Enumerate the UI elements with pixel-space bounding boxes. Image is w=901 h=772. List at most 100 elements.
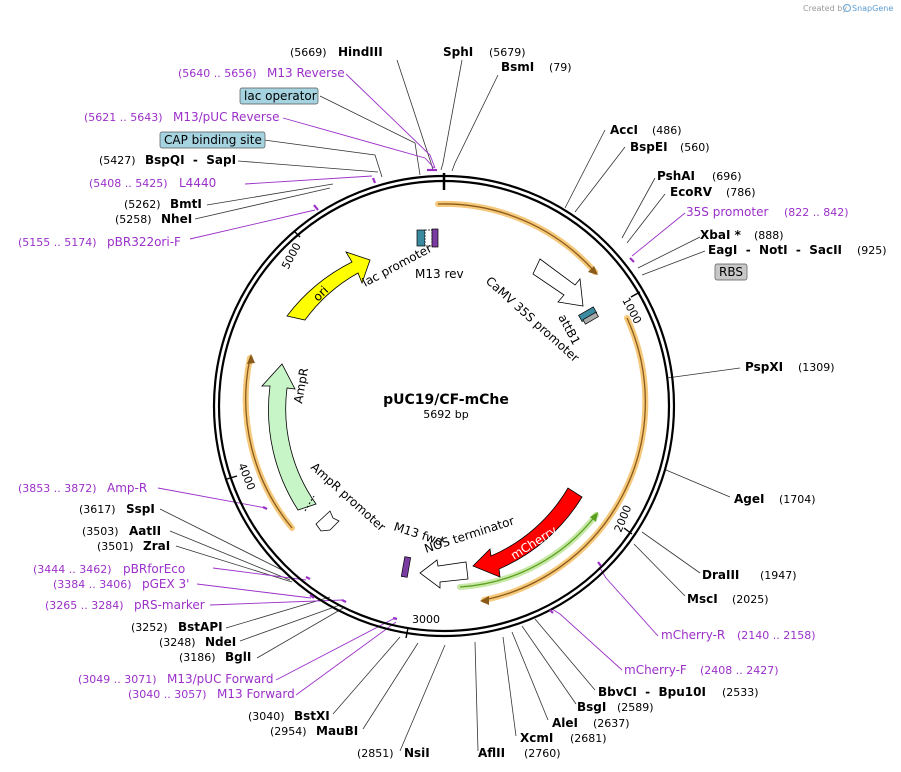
site-name-hindiii: HindIII	[338, 45, 383, 59]
boxed-lac-operator: lac operator	[239, 87, 319, 105]
site-leader-lines	[159, 59, 741, 752]
site-name-pshai: PshAI	[657, 169, 695, 183]
site-pos-xcmi: (2681)	[570, 732, 607, 745]
site-pos-bstxi: (3040)	[248, 710, 285, 723]
site-pos-eagi-noti-sacii: (925)	[857, 244, 887, 257]
primer-name-amp-r: Amp-R	[107, 481, 147, 495]
site-pos-bspei: (560)	[680, 141, 710, 154]
site-name-maubi: MauBI	[316, 724, 358, 738]
tick-label-5000: 5000	[279, 241, 304, 272]
feature-ampr-promoter: AmpR promoter	[308, 460, 388, 534]
site-name-agei: AgeI	[734, 492, 764, 506]
site-pos-bmti: (5262)	[124, 198, 161, 211]
site-pos-draiii: (1947)	[760, 569, 797, 582]
primer-leader-lines	[157, 73, 686, 696]
tick-label-3000: 3000	[412, 613, 440, 626]
site-pos-nhei: (5258)	[115, 213, 152, 226]
site-pos-msci: (2025)	[732, 593, 769, 606]
site-labels: (5669) HindIII SphI (5679) BsmI (79) Acc…	[290, 45, 887, 760]
primer-pos-l4440: (5408 .. 5425)	[89, 177, 168, 190]
site-pos-aflii: (2760)	[524, 747, 561, 760]
site-pos-bbvci-bpu10i: (2533)	[722, 686, 759, 699]
site-name-bsmi: BsmI	[501, 60, 534, 74]
primer-pos-pgex3: (3384 .. 3406)	[53, 578, 132, 591]
site-name-bstxi: BstXI	[294, 709, 330, 723]
site-pos-zrai: (3501)	[97, 540, 134, 553]
site-name-ecorv: EcoRV	[670, 185, 713, 199]
primer-name-l4440: L4440	[179, 176, 216, 190]
brand-text: SnapGene	[852, 4, 893, 13]
site-pos-sspi: (3617)	[79, 503, 116, 516]
primer-pos-pbr322ori-f: (5155 .. 5174)	[18, 236, 97, 249]
site-name-sphi: SphI	[443, 45, 473, 59]
primer-pos-m13-reverse: (5640 .. 5656)	[178, 67, 257, 80]
primer-pos-35s-promoter: (822 .. 842)	[784, 206, 849, 219]
primer-pos-mcherry-r: (2140 .. 2158)	[737, 629, 816, 642]
primer-name-m13-puc-reverse: M13/pUC Reverse	[173, 110, 280, 124]
site-pos-alei: (2637)	[593, 717, 630, 730]
site-pos-acci: (486)	[652, 124, 682, 137]
site-name-bspei: BspEI	[630, 140, 668, 154]
primer-name-mcherry-f: mCherry-F	[624, 663, 687, 677]
feature-label-lac-promoter: lac promoter	[360, 241, 434, 289]
site-labels-left: (2851) NsiI (2954) MauBI (3040) BstXI (3…	[79, 153, 430, 760]
primer-pos-m13-puc-reverse: (5621 .. 5643)	[84, 111, 163, 124]
site-pos-hindiii: (5669)	[290, 46, 327, 59]
primer-name-m13-puc-forward: M13/pUC Forward	[167, 672, 274, 686]
site-pos-bsmi: (79)	[549, 61, 572, 74]
primer-pos-mcherry-f: (2408 .. 2427)	[700, 664, 779, 677]
primer-pos-m13-puc-forward: (3049 .. 3071)	[78, 673, 157, 686]
site-name-bsgi: BsgI	[577, 700, 606, 714]
site-pos-xbai: (888)	[754, 229, 784, 242]
snapgene-logo: SnapGene	[842, 3, 893, 13]
primer-name-pbrforeco: pBRforEco	[123, 562, 185, 576]
feature-lac-promoter: lac promoter M13 rev	[360, 228, 464, 290]
site-name-bbvci-bpu10i: BbvCI - Bpu10I	[598, 685, 706, 699]
site-pos-pspxi: (1309)	[798, 361, 835, 374]
site-name-bgli: BglI	[225, 650, 251, 664]
primer-name-m13-forward: M13 Forward	[217, 687, 295, 701]
site-name-alei: AleI	[552, 716, 578, 730]
feature-label-ampr: AmpR	[291, 367, 311, 405]
site-name-ndei: NdeI	[205, 635, 236, 649]
boxed-cap-binding-site: CAP binding site	[159, 131, 266, 149]
feature-ori: ori	[286, 251, 371, 321]
site-pos-bsgi: (2589)	[617, 701, 654, 714]
primer-pos-prs-marker: (3265 .. 3284)	[45, 599, 124, 612]
site-pos-aatii: (3503)	[82, 525, 119, 538]
site-name-pspxi: PspXI	[745, 360, 783, 374]
site-pos-bstapi: (3252)	[131, 621, 168, 634]
primer-name-m13-reverse: M13 Reverse	[267, 66, 345, 80]
primer-name-pgex3: pGEX 3'	[142, 577, 189, 591]
backbone	[212, 173, 676, 638]
tick-marks	[226, 230, 641, 639]
feature-ampr: AmpR	[261, 363, 317, 512]
site-pos-ndei: (3248)	[159, 636, 196, 649]
boxed-label-rbs: RBS	[719, 265, 743, 279]
site-name-aflii: AflII	[478, 746, 505, 760]
primer-pos-m13-forward: (3040 .. 3057)	[128, 688, 207, 701]
boxed-rbs: RBS	[714, 263, 748, 281]
site-name-acci: AccI	[610, 123, 638, 137]
site-pos-bgli: (3186)	[179, 651, 216, 664]
primer-pos-amp-r: (3853 .. 3872)	[18, 482, 97, 495]
site-name-nhei: NheI	[161, 212, 192, 226]
site-pos-pshai: (696)	[712, 170, 742, 183]
site-name-eagi-noti-sacii: EagI - NotI - SacII	[708, 243, 842, 257]
site-name-bstapi: BstAPI	[178, 620, 223, 634]
feature-label-m13-rev: M13 rev	[415, 267, 464, 281]
site-pos-bspqi-sapi: (5427)	[99, 154, 136, 167]
boxed-label-lac-operator: lac operator	[244, 89, 317, 103]
orf-arcs	[242, 200, 649, 605]
site-name-xbai: XbaI *	[700, 228, 742, 242]
site-name-aatii: AatII	[129, 524, 161, 538]
primer-name-pbr322ori-f: pBR322ori-F	[107, 235, 181, 249]
site-pos-nsii: (2851)	[357, 747, 394, 760]
plasmid-length: 5692 bp	[423, 408, 468, 421]
feature-label-m13-fwd: M13 fwd	[392, 520, 445, 549]
site-name-bmti: BmtI	[170, 197, 202, 211]
plasmid-name: pUC19/CF-mChe	[383, 392, 509, 408]
site-name-xcmi: XcmI	[520, 731, 553, 745]
site-pos-maubi: (2954)	[270, 725, 307, 738]
